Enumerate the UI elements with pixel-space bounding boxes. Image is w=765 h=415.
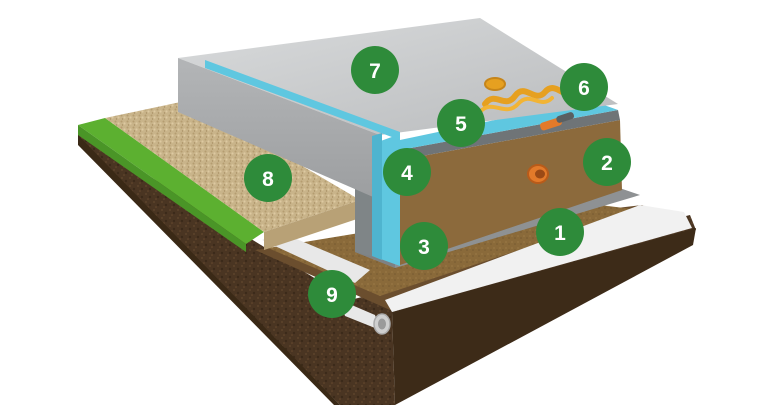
white-membrane-strip [385,205,692,312]
white-membrane-left [262,232,370,283]
edge-insulation-strip [372,133,382,260]
marker-2: 2 [583,138,631,186]
soil-left-face [78,135,340,405]
marker-5: 5 [437,99,485,147]
marker-4-label: 4 [401,162,413,185]
grass-front [78,125,246,252]
marker-7-label: 7 [369,60,381,83]
marker-1-label: 1 [554,222,566,245]
marker-6-label: 6 [578,77,590,100]
marker-9-label: 9 [326,284,338,307]
foundation-wall-face [400,120,622,265]
soil-front-face [78,132,696,405]
marker-8-label: 8 [262,168,274,191]
marker-3: 3 [400,222,448,270]
marker-7: 7 [351,46,399,94]
gravel-top [105,100,360,232]
marker-3-label: 3 [418,236,430,259]
marker-1: 1 [536,208,584,256]
pipe-stub [540,117,562,131]
soil-right-face [392,228,696,405]
marker-4: 4 [383,148,431,196]
marker-6: 6 [560,63,608,111]
marker-8: 8 [244,154,292,202]
grass-top [78,118,264,244]
foundation-wall-top [400,110,620,160]
pipe-stub-dark [556,112,575,123]
slab-insulation-edge [205,60,400,140]
marker-5-label: 5 [455,113,467,136]
slab-left-face [178,58,380,200]
heating-pipes [478,77,575,114]
marker-9: 9 [308,270,356,318]
marker-2-label: 2 [601,152,613,175]
gravel-front [264,200,360,250]
